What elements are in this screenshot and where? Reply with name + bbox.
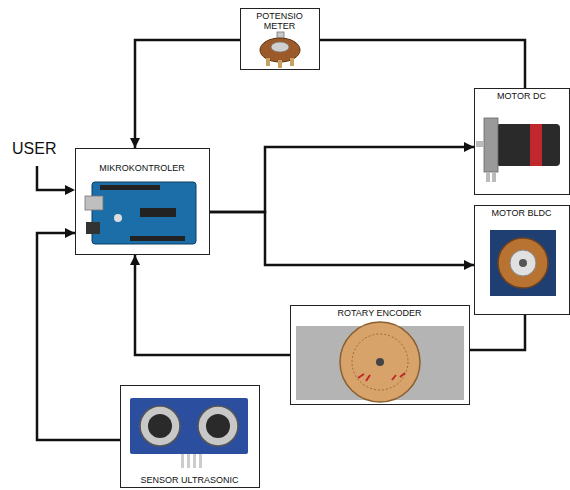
dc-motor-picture — [476, 118, 560, 182]
signal-connector — [37, 233, 120, 440]
component-box: MIKROKONTROLER — [75, 148, 210, 255]
component-name: MIKROKONTROLER — [82, 163, 202, 173]
signal-connector — [470, 315, 525, 350]
signal-connector — [210, 147, 474, 212]
signal-connector — [135, 255, 290, 355]
ultrasonic-picture — [130, 398, 248, 468]
signal-connector — [320, 40, 525, 88]
component-box: SENSOR ULTRASONIC — [120, 385, 260, 488]
input-label: USER — [12, 140, 56, 158]
component-box: POTENSIO METER — [240, 8, 320, 70]
signal-connector — [135, 40, 240, 148]
component-box: MOTOR BLDC — [474, 205, 570, 315]
signal-connector — [210, 212, 474, 265]
component-box: ROTARY ENCODER — [290, 305, 470, 405]
component-name: SENSOR ULTRASONIC — [125, 475, 255, 485]
component-box: MOTOR DC — [474, 88, 570, 195]
component-name: POTENSIO METER — [250, 11, 310, 31]
bldc-motor-picture — [490, 230, 556, 296]
component-name: MOTOR DC — [478, 91, 566, 101]
arduino-picture — [85, 182, 196, 244]
potentiometer-picture — [260, 32, 300, 68]
user-arrow — [37, 166, 75, 195]
rotary-encoder-picture — [296, 322, 464, 402]
component-name: MOTOR BLDC — [478, 208, 566, 218]
component-name: ROTARY ENCODER — [300, 308, 460, 318]
